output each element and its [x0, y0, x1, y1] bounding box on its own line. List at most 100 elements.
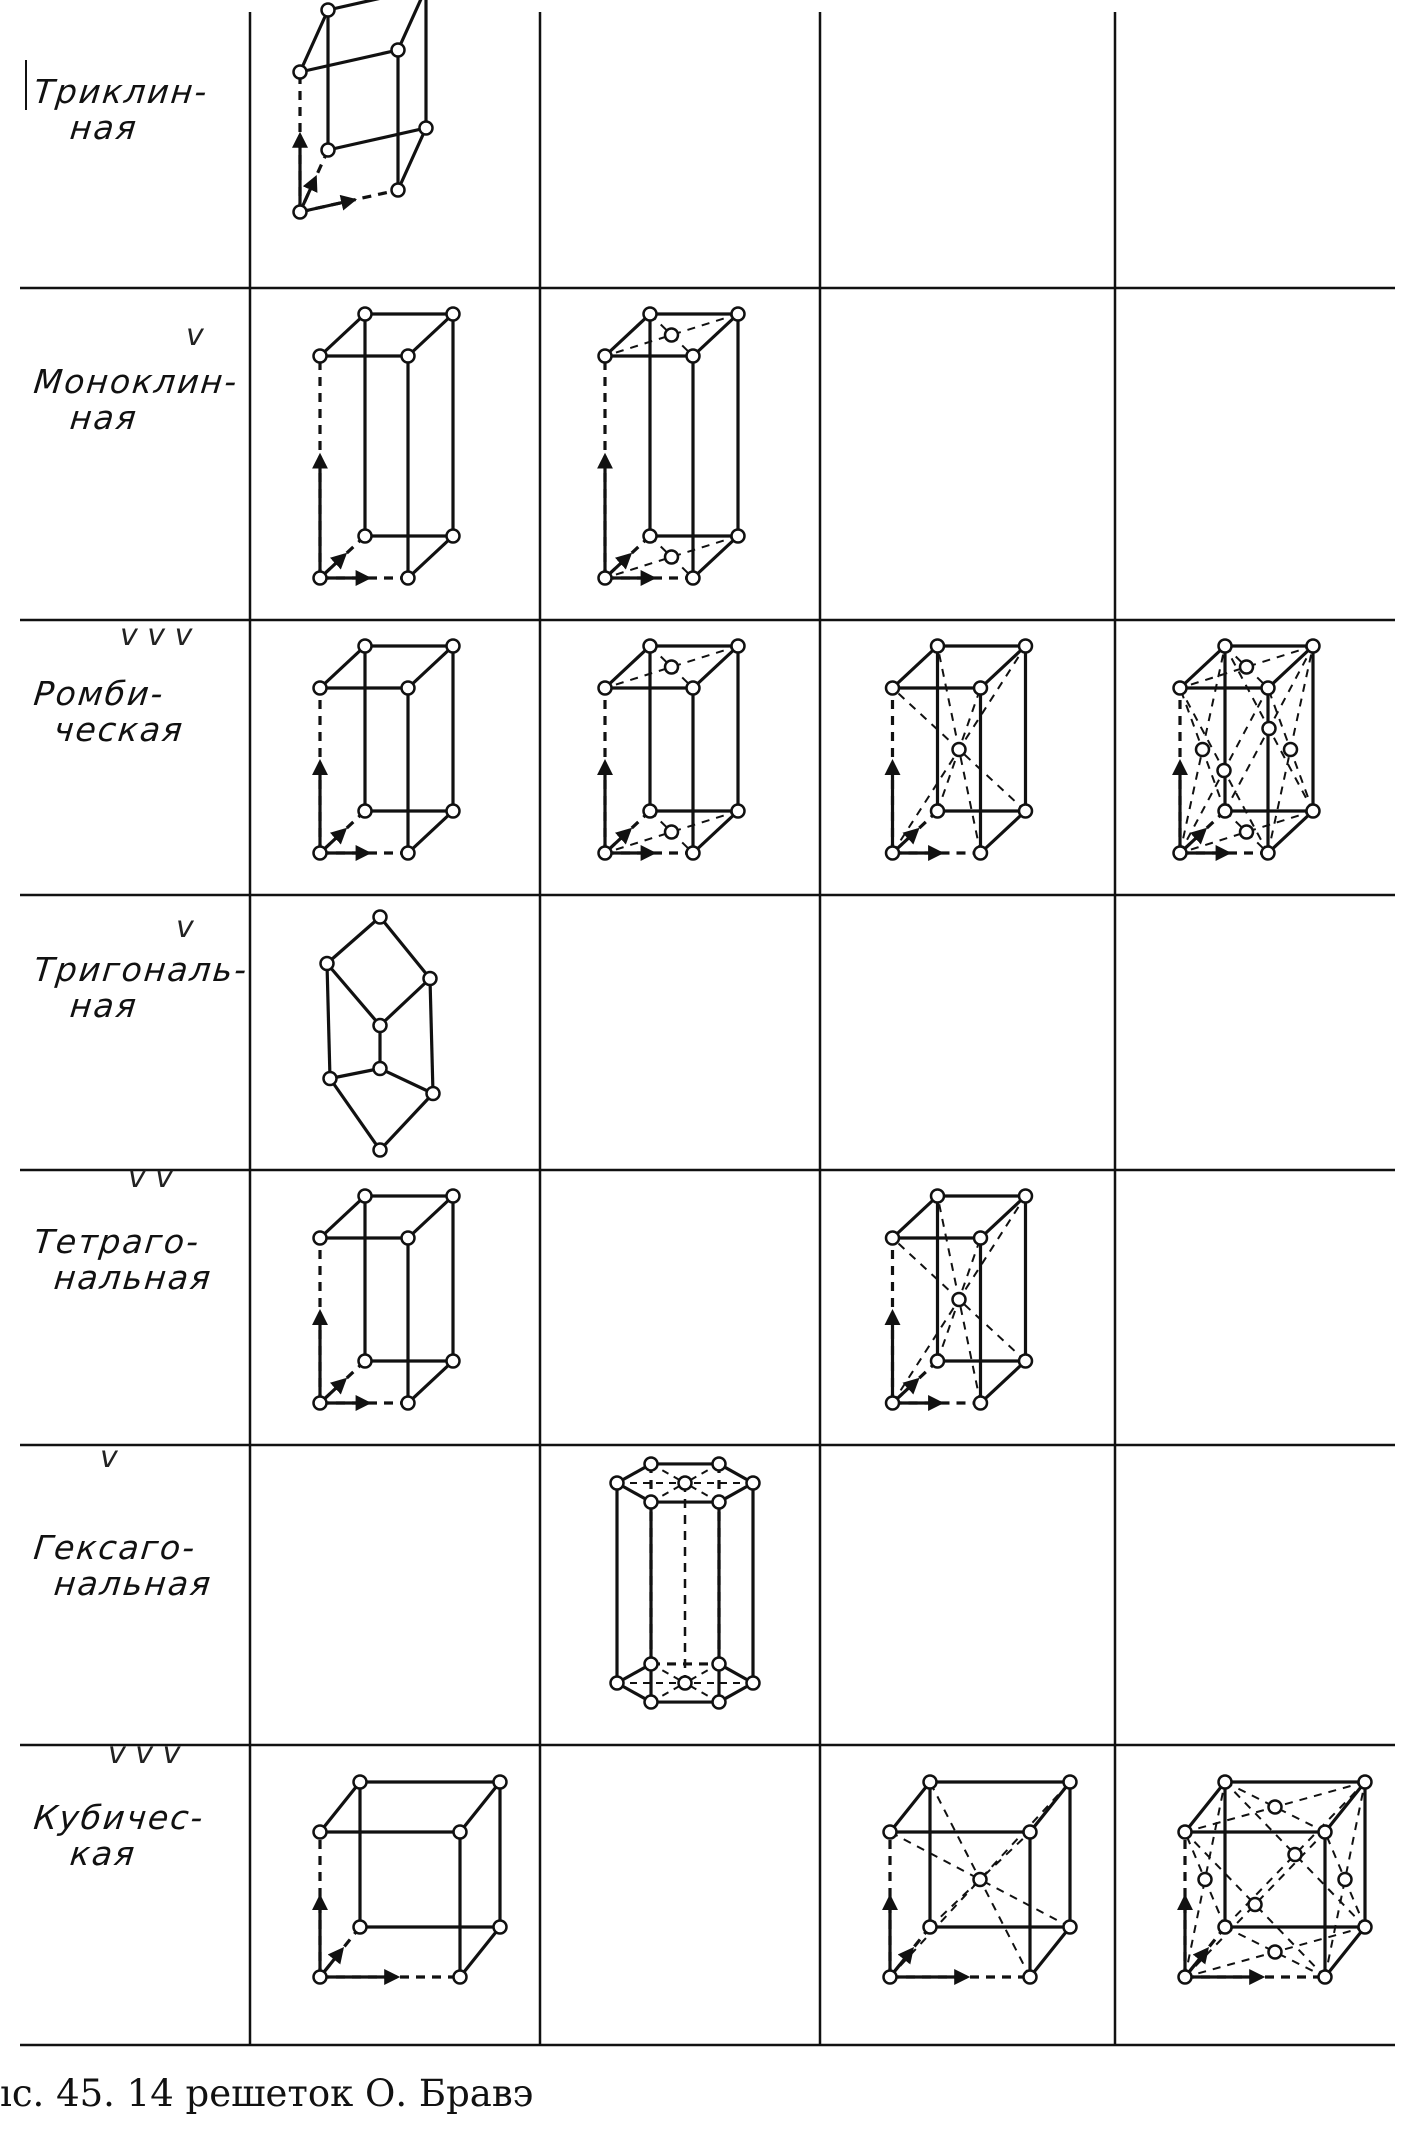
lattice-node	[319, 955, 335, 972]
lattice-node	[492, 1774, 508, 1790]
check-mark: v	[186, 318, 204, 353]
lattice-node	[884, 680, 901, 696]
lattice-edge	[318, 644, 367, 690]
lattice-cell-primitive	[292, 0, 434, 220]
row-label-line: Гексаго-	[31, 1528, 199, 1567]
lattice-node	[711, 1494, 727, 1510]
lattice-center-node	[663, 549, 680, 565]
lattice-edge	[1028, 1781, 1072, 1833]
lattice-edge	[1266, 644, 1315, 690]
lattice-node	[1017, 638, 1034, 654]
lattice-node	[711, 1456, 727, 1472]
lattice-node	[643, 1656, 659, 1672]
row-label-line: нальная	[52, 1258, 215, 1297]
lattice-node	[400, 845, 416, 861]
lattice-node	[1022, 1969, 1038, 1985]
lattice-node	[1317, 1969, 1333, 1985]
row-label-cubic: Кубичес- кая	[28, 1798, 256, 1873]
lattice-edge	[603, 312, 652, 358]
lattice-node	[972, 1395, 989, 1411]
lattice-edge	[318, 1781, 362, 1833]
lattice-node	[1217, 1919, 1233, 1935]
lattice-node	[312, 680, 328, 696]
lattice-node	[357, 1353, 373, 1369]
lattice-node	[312, 1969, 328, 1985]
lattice-edge	[325, 915, 382, 965]
lattice-edge	[406, 644, 455, 690]
lattice-node	[312, 570, 328, 586]
lattice-node	[730, 638, 746, 654]
lattice-node	[922, 1919, 938, 1935]
lattice-node	[1177, 1969, 1193, 1985]
lattice-node	[609, 1675, 625, 1691]
table-grid	[20, 12, 1395, 2047]
lattice-node	[929, 803, 946, 819]
lattice-node	[400, 680, 416, 696]
body-diagonal	[889, 1831, 1071, 1928]
lattice-center-node	[1194, 741, 1211, 758]
lattice-edge	[691, 534, 740, 580]
lattice-node	[400, 348, 416, 364]
lattice-edge	[691, 312, 740, 358]
lattice-node	[730, 306, 746, 322]
lattice-node	[390, 42, 406, 58]
lattice-edge	[979, 1359, 1027, 1405]
lattice-cell-body-centered	[884, 638, 1034, 861]
lattice-center-node	[1337, 1871, 1353, 1888]
lattice-edge	[1323, 1781, 1367, 1833]
row-label-triclinic: Триклин- ная	[28, 72, 256, 147]
lattice-node	[372, 909, 388, 925]
lattice-node	[312, 1395, 328, 1411]
row-label-line: Тетраго-	[31, 1222, 203, 1261]
lattice-edge	[318, 1194, 367, 1240]
lattice-node	[1260, 845, 1276, 861]
row-label-line: ческая	[52, 710, 187, 749]
face-diagonal	[1324, 1781, 1366, 1978]
lattice-node	[730, 803, 746, 819]
row-label-line: ная	[68, 398, 140, 437]
lattice-node	[1357, 1774, 1373, 1790]
lattice-node	[445, 638, 461, 654]
lattice-node	[320, 142, 336, 158]
lattice-edge	[691, 644, 740, 690]
lattice-node	[1172, 845, 1188, 861]
lattice-node	[357, 306, 373, 322]
lattice-center-node	[951, 1291, 967, 1308]
lattice-node	[357, 1188, 373, 1204]
lattice-node	[642, 528, 658, 544]
lattice-edge	[378, 977, 432, 1027]
lattice-node	[884, 1230, 901, 1246]
lattice-edge	[327, 126, 427, 152]
lattice-node	[972, 845, 989, 861]
row-label-line: Ромби-	[31, 674, 167, 713]
lattice-node	[445, 803, 461, 819]
lattice-cell-base-centered	[597, 638, 746, 861]
lattice-node	[312, 348, 328, 364]
check-mark: v v	[128, 1160, 174, 1195]
face-diagonal	[1224, 1781, 1366, 1928]
lattice-cell-base-centered	[597, 306, 746, 586]
lattice-edge	[458, 1926, 502, 1978]
face-diagonal	[1224, 1781, 1326, 1833]
lattice-node	[390, 182, 406, 198]
lattice-edge	[1323, 1926, 1367, 1978]
lattice-node	[400, 1230, 416, 1246]
lattice-node	[357, 638, 373, 654]
row-label-line: Тригональ-	[31, 950, 251, 989]
row-label-line: Моноклин-	[31, 362, 241, 401]
lattice-cell-primitive	[312, 638, 461, 861]
face-diagonal	[1184, 1831, 1326, 1978]
lattice-node	[1172, 680, 1188, 696]
lattice-node	[1305, 803, 1321, 819]
lattice-cell-face-centered	[1172, 638, 1321, 861]
lattice-edge	[979, 644, 1027, 690]
lattice-edge	[327, 0, 380, 12]
lattice-center-node	[1267, 1944, 1283, 1960]
lattice-center-node	[1216, 762, 1232, 779]
row-label-monoclinic: Моноклин- ная	[28, 362, 256, 437]
lattice-node	[492, 1919, 508, 1935]
lattice-node	[422, 970, 438, 987]
row-label-trigonal: Тригональ- ная	[28, 950, 256, 1025]
lattice-node	[884, 1395, 901, 1411]
lattice-node	[711, 1656, 727, 1672]
